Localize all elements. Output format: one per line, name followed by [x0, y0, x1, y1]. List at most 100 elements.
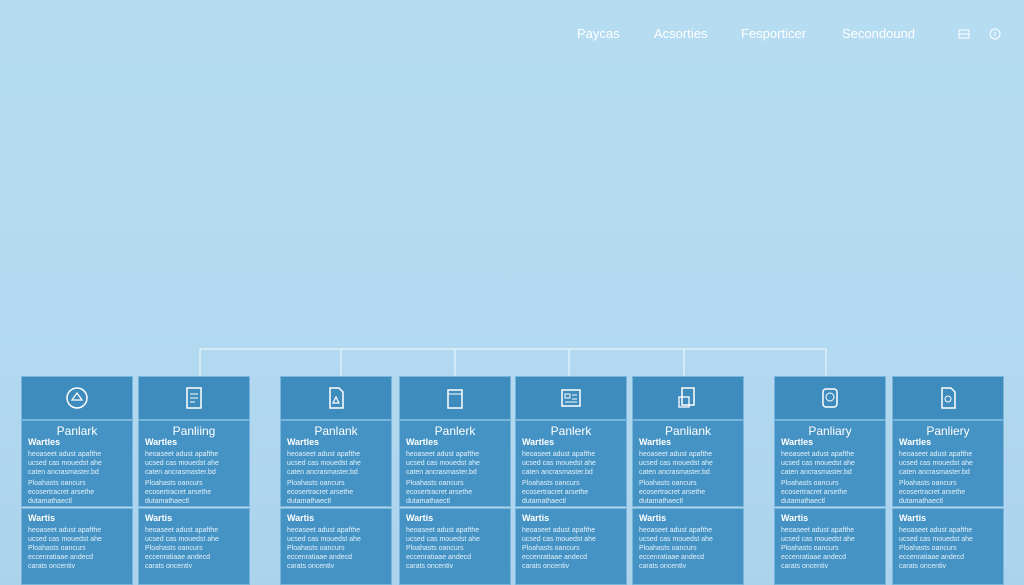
card-text-line: heoaseet adust apafthe [287, 527, 361, 534]
card-text-line: caten ancrasmaster.bd [28, 469, 99, 476]
card-text-line: ecosertracret arsethe [145, 489, 212, 496]
card-text-line: carats oncentiv [145, 563, 193, 570]
card-text-line: ucsed cas mouedst ahe [406, 536, 480, 543]
card-text-line: caten ancrasmaster.bd [406, 469, 477, 476]
checklist-icon [186, 387, 202, 409]
card-text-line: carats oncentiv [781, 563, 829, 570]
card-text-line: heoaseet adust apafthe [781, 527, 855, 534]
card-title: Panliary [808, 424, 852, 438]
card-text-line: heoaseet adust apafthe [522, 451, 596, 458]
info-icon[interactable] [988, 27, 1002, 41]
card-text-line: ucsed cas mouedst ahe [28, 536, 102, 543]
card-text-line: Ploahasts oancurs [406, 480, 464, 487]
card-text-line: carats oncentiv [899, 563, 947, 570]
card-text-line: caten ancrasmaster.bd [287, 469, 358, 476]
card-text-line: Ploahasts oancurs [899, 545, 957, 552]
card-text-line: eccenratiaae andecd [899, 554, 964, 561]
card-text-line: dutamathaectl [781, 498, 825, 505]
card-header[interactable] [774, 376, 886, 420]
card-text-line: Ploahasts oancurs [522, 545, 580, 552]
card-text-line: heoaseet adust apafthe [287, 451, 361, 458]
card-text-line: Ploahasts oancurs [522, 480, 580, 487]
settings-doc-icon [941, 387, 956, 409]
card-text-line: Ploahasts oancurs [287, 545, 345, 552]
card-text-line: eccenratiaae andecd [145, 554, 210, 561]
card-title: Panlark [56, 424, 98, 438]
card-text-line: ecosertracret arsethe [899, 489, 966, 496]
card-subtitle: Wartles [287, 437, 320, 447]
shield-icon [66, 387, 88, 409]
card-subtitle: Wartles [899, 437, 932, 447]
card-text-line: heoaseet adust apafthe [145, 527, 219, 534]
card-footer-title: Wartis [781, 513, 809, 523]
card-text-line: Ploahasts oancurs [28, 545, 86, 552]
card-text-line: dutamathaectl [28, 498, 72, 505]
card-text-line: carats oncentiv [406, 563, 454, 570]
card-text-line: ucsed cas mouedst ahe [28, 460, 102, 467]
card-header[interactable] [632, 376, 744, 420]
card-title: Panlerk [434, 424, 476, 438]
card-subtitle: Wartles [406, 437, 439, 447]
nav-link-acsorties[interactable]: Acsorties [654, 26, 708, 41]
nav-link-fesporticer[interactable]: Fesporticer [741, 26, 807, 41]
card-text-line: dutamathaectl [899, 498, 943, 505]
card-header[interactable] [399, 376, 511, 420]
card-header[interactable] [515, 376, 627, 420]
nav-link-secondound[interactable]: Secondound [842, 26, 916, 41]
card-footer-title: Wartis [28, 513, 56, 523]
card-text-line: Ploahasts oancurs [28, 480, 86, 487]
card-text-line: caten ancrasmaster.bd [899, 469, 970, 476]
card-text-line: eccenratiaae andecd [28, 554, 93, 561]
card-footer-title: Wartis [899, 513, 927, 523]
card-text-line: carats oncentiv [522, 563, 570, 570]
card-text-line: ucsed cas mouedst ahe [145, 536, 219, 543]
card-title: Panlerk [550, 424, 592, 438]
card-text-line: ecosertracret arsethe [406, 489, 473, 496]
card-subtitle: Wartles [781, 437, 814, 447]
grid-icon[interactable] [957, 27, 971, 41]
card-text-line: ucsed cas mouedst ahe [781, 536, 855, 543]
card-header[interactable] [280, 376, 392, 420]
card-footer-title: Wartis [639, 513, 667, 523]
card-text-line: heoaseet adust apafthe [639, 451, 713, 458]
card-text-line: heoaseet adust apafthe [28, 451, 102, 458]
card-text-line: Ploahasts oancurs [781, 545, 839, 552]
card-text-line: Ploahasts oancurs [781, 480, 839, 487]
card-title: Panlank [314, 424, 358, 438]
card-header[interactable] [892, 376, 1004, 420]
card-text-line: ucsed cas mouedst ahe [522, 460, 596, 467]
card-text-line: dutamathaectl [145, 498, 189, 505]
card-footer-title: Wartis [406, 513, 434, 523]
nav-link-paycas[interactable]: Paycas [577, 26, 620, 41]
card-text-line: dutamathaectl [522, 498, 566, 505]
card-footer-title: Wartis [145, 513, 173, 523]
card-text-line: eccenratiaae andecd [406, 554, 471, 561]
card-footer[interactable]: Wartis heoaseet adust apafthe ucsed cas mo… [138, 508, 250, 585]
card-text-line: eccenratiaae andecd [781, 554, 846, 561]
card-header[interactable] [21, 376, 133, 420]
card-text-line: heoaseet adust apafthe [145, 451, 219, 458]
card-text-line: dutamathaectl [639, 498, 683, 505]
card-text-line: ucsed cas mouedst ahe [287, 536, 361, 543]
card-footer[interactable]: Wartis heoaseet adust apafthe ucsed cas mo… [774, 508, 886, 585]
card-text-line: ecosertracret arsethe [28, 489, 95, 496]
card-header[interactable] [138, 376, 250, 420]
card-text-line: ucsed cas mouedst ahe [899, 536, 973, 543]
